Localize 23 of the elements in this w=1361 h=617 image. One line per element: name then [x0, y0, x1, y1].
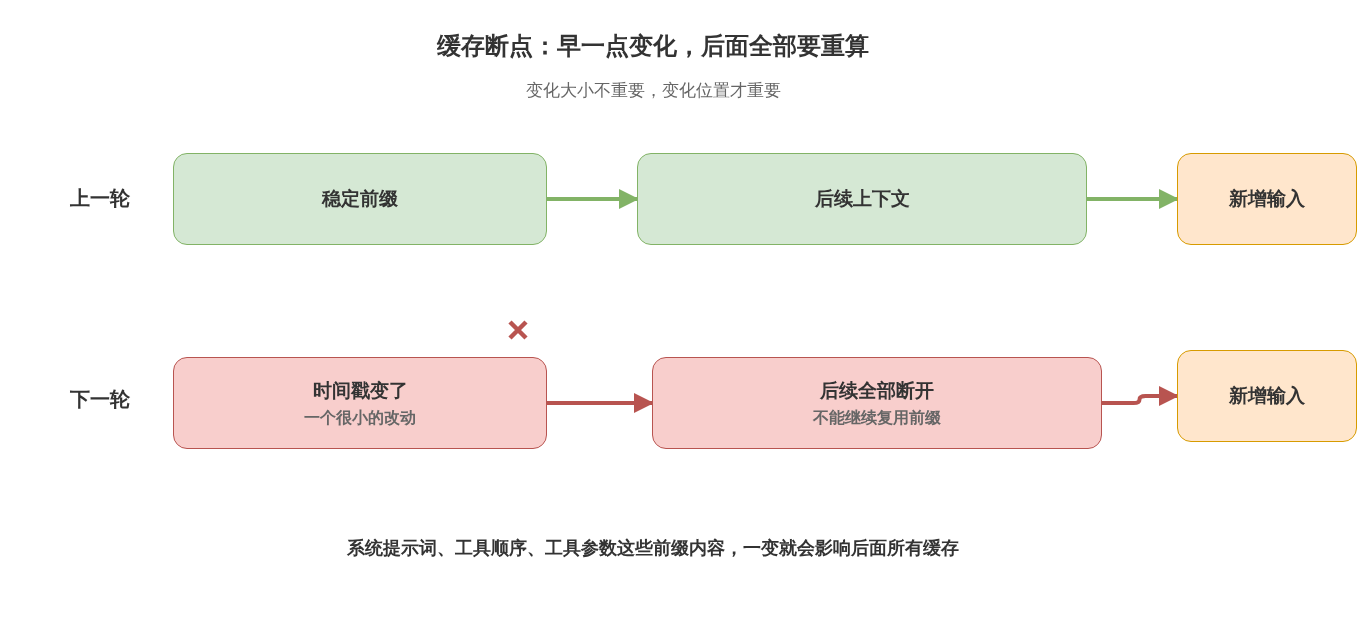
- row-label: 下一轮: [69, 386, 131, 413]
- footer-note: 系统提示词、工具顺序、工具参数这些前缀内容，一变就会影响后面所有缓存: [346, 536, 960, 560]
- node-subtext: 不能继续复用前缀: [813, 407, 941, 429]
- node-label: 稳定前缀: [322, 186, 398, 211]
- node-label: 后续全部断开: [820, 377, 934, 403]
- node-label: 新增输入: [1229, 186, 1305, 211]
- process-box: [173, 357, 547, 449]
- row-label: 上一轮: [69, 185, 131, 212]
- node-subtext: 一个很小的改动: [304, 407, 416, 429]
- arrow: [1087, 189, 1179, 209]
- arrow: [547, 189, 639, 209]
- diagram-subtitle: 变化大小不重要，变化位置才重要: [524, 79, 782, 102]
- process-box: [637, 153, 1087, 245]
- arrow: [547, 393, 654, 413]
- node-label: 后续上下文: [814, 186, 910, 211]
- process-box: [652, 357, 1102, 449]
- process-box: [173, 153, 547, 245]
- node-label: 时间戳变了: [312, 377, 408, 403]
- node-label: 新增输入: [1229, 383, 1305, 408]
- process-box: [1177, 153, 1357, 245]
- arrow: [1102, 386, 1179, 406]
- process-box: [1177, 350, 1357, 442]
- diagram-title: 缓存断点：早一点变化，后面全部要重算: [436, 31, 870, 62]
